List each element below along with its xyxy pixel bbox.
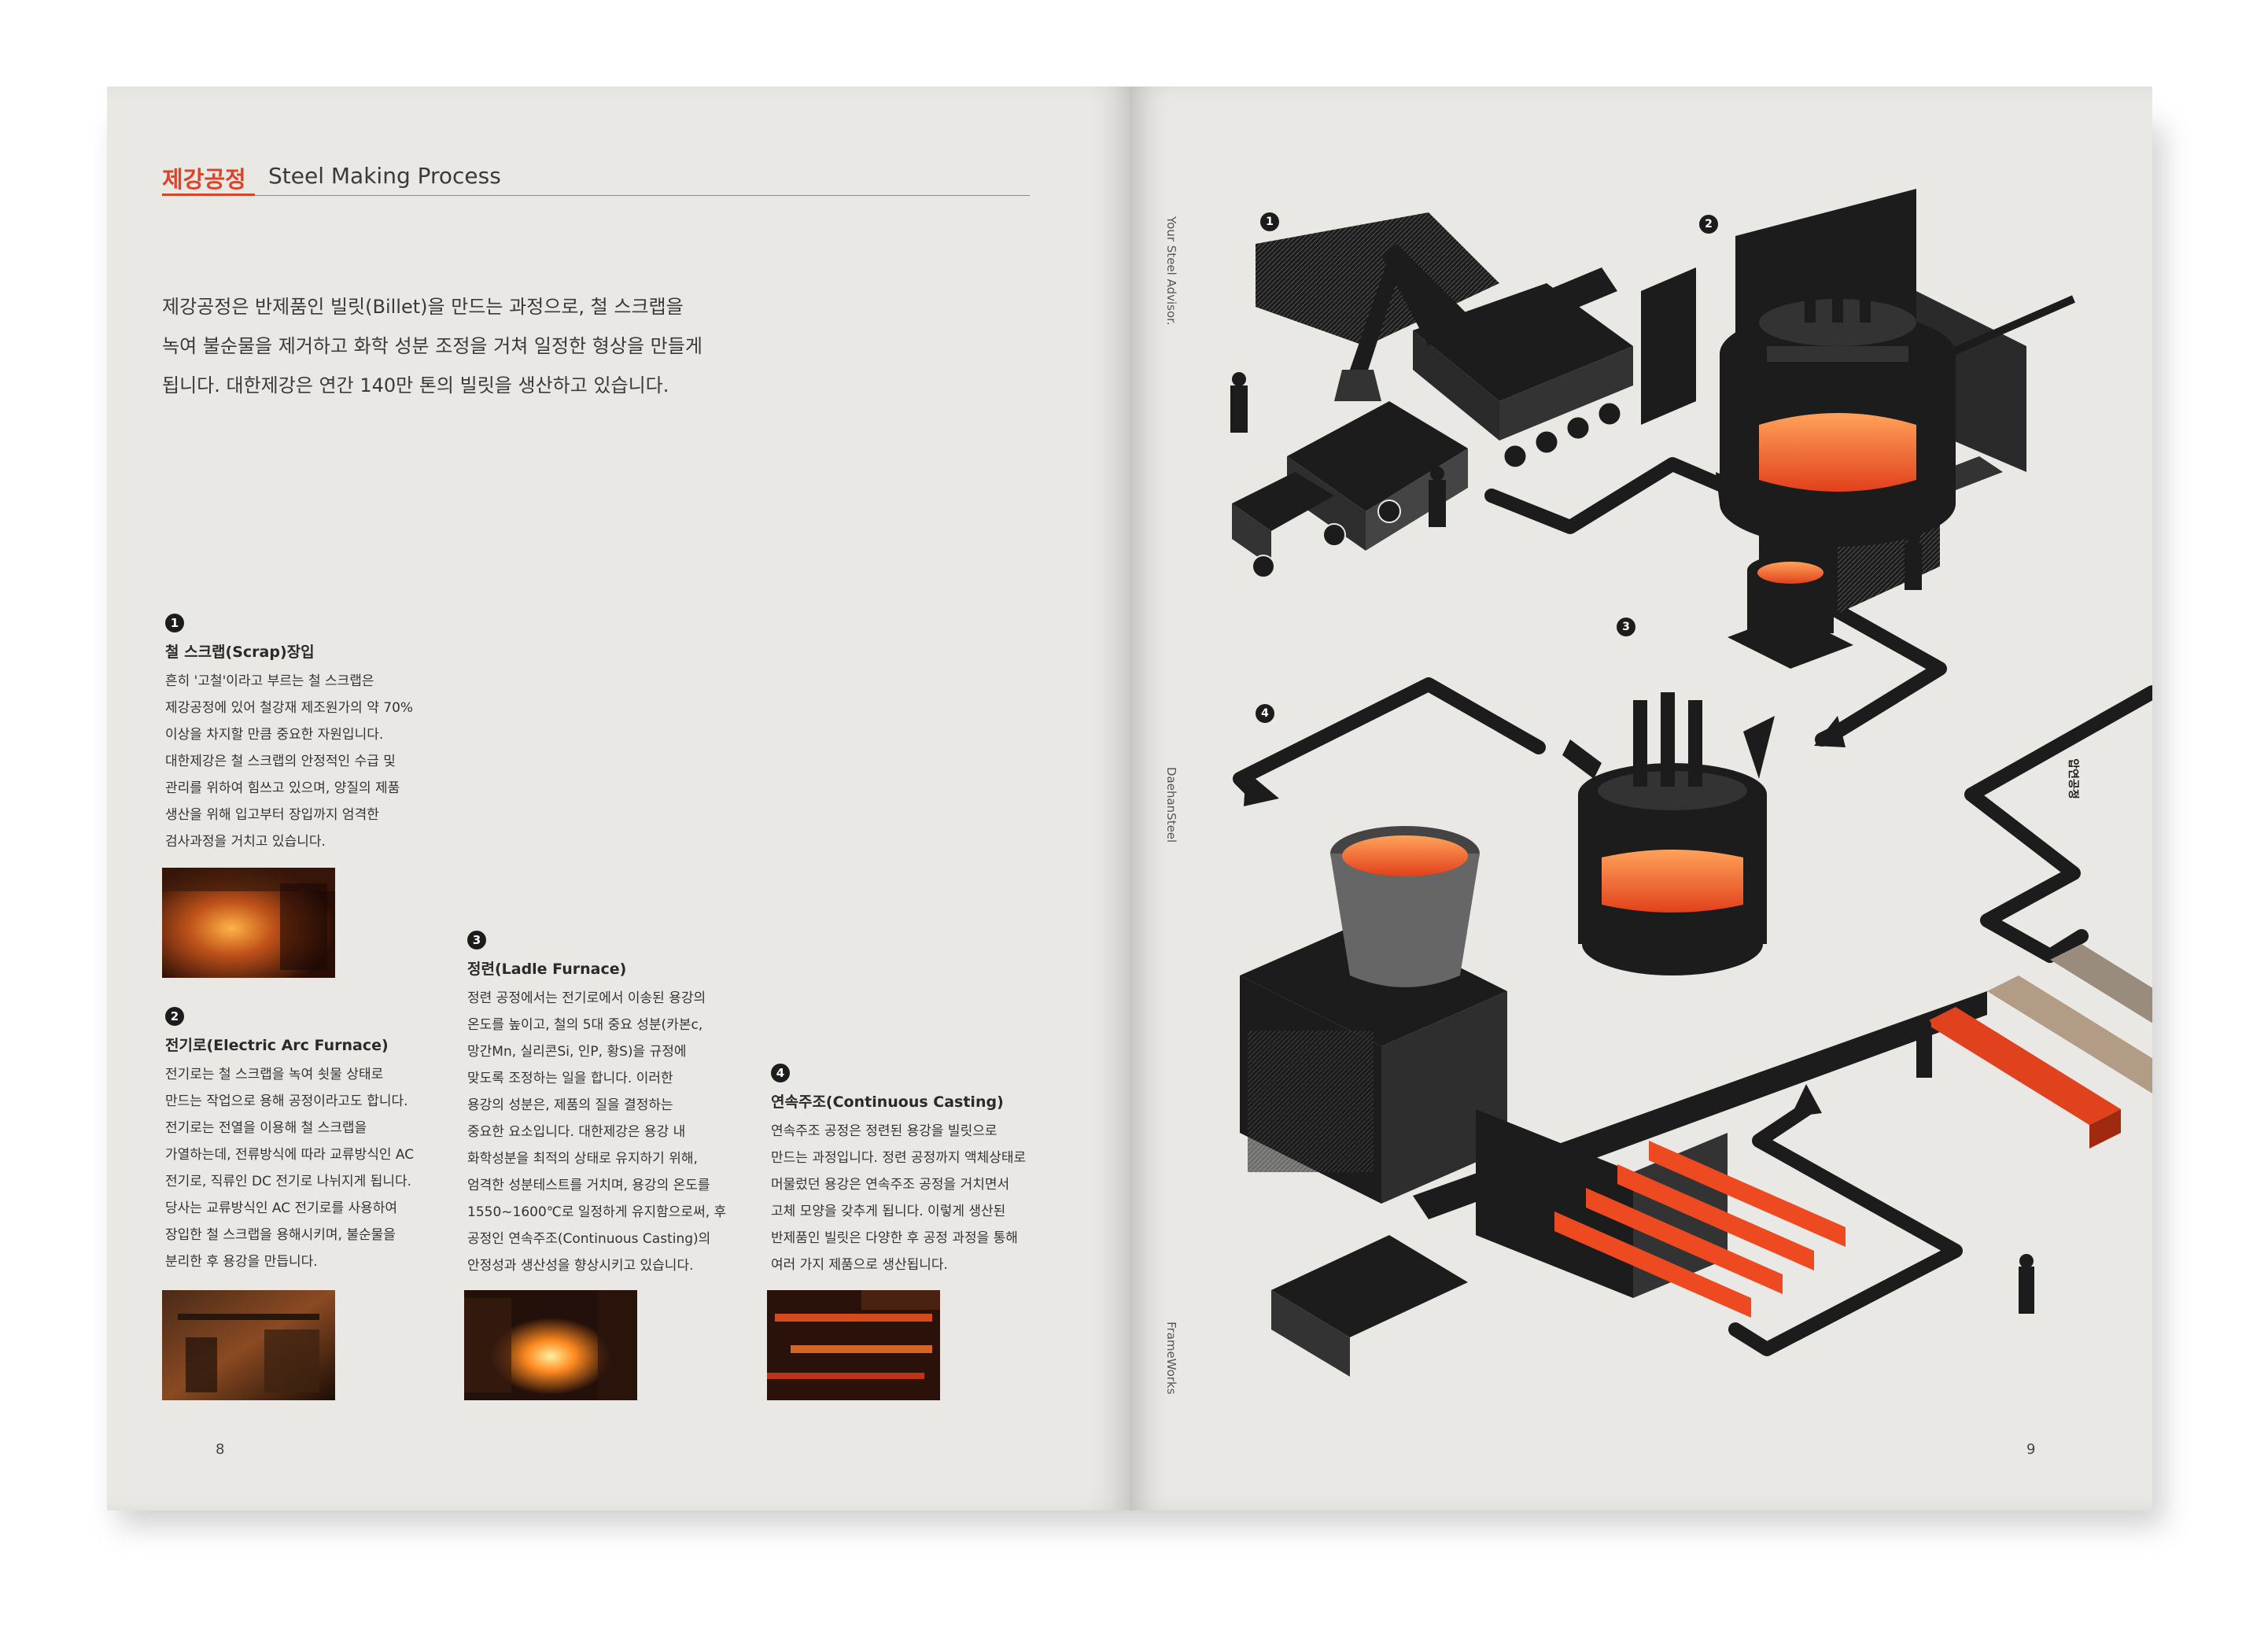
title-english: Steel Making Process [268,163,501,189]
continuous-caster [1240,826,1987,1377]
illustration-marker-3: 3 [1617,618,1635,636]
side-label-frameworks: FrameWorks [1164,1322,1178,1395]
page-number-right: 9 [2026,1441,2036,1458]
illustration-marker-1: 1 [1260,212,1279,231]
process-illustration [1230,189,2152,1377]
page-number-left: 8 [216,1441,225,1458]
title-korean: 제강공정 [162,166,246,193]
intro-line: 녹여 불순물을 제거하고 화학 성분 조정을 거쳐 일정한 형상을 만들게 [162,335,702,357]
step-description: 흔히 '고철'이라고 부르는 철 스크랩은 제강공정에 있어 철강재 제조원가의… [165,673,414,850]
electric-arc-furnace [1641,189,2076,669]
intro-line: 제강공정은 반제품인 빌릿(Billet)을 만드는 과정으로, 철 스크랩을 [162,296,684,318]
ladle-photo [464,1290,637,1400]
intro-paragraph: 제강공정은 반제품인 빌릿(Billet)을 만드는 과정으로, 철 스크랩을 … [162,287,728,405]
step-title: 연속주조(Continuous Casting) [771,1093,1004,1111]
illustration-marker-4: 4 [1256,704,1274,723]
billets [1916,944,2152,1314]
step-3-ladle-furnace: 3 정련(Ladle Furnace) 정련 공정에서는 전기로에서 이송된 용… [467,931,726,1279]
intro-line: 됩니다. 대한제강은 연간 140만 톤의 빌릿을 생산하고 있습니다. [162,374,669,396]
flow-arrowheads [1244,472,1846,1117]
step-number-badge: 3 [467,931,486,950]
side-label-advisor: Your Steel Advisor. [1164,216,1178,326]
furnace-photo [162,1290,335,1400]
title-rule [255,195,1030,196]
scrap-photo [162,868,335,978]
step-title: 정련(Ladle Furnace) [467,961,627,978]
step-description: 연속주조 공정은 정련된 용강을 빌릿으로 만드는 과정입니다. 정련 공정까지… [771,1123,1027,1273]
ladle-furnace [1562,692,1775,975]
step-title: 철 스크랩(Scrap)장입 [165,643,315,661]
left-page [107,87,1130,1510]
step-number-badge: 1 [165,614,184,632]
step-title: 전기로(Electric Arc Furnace) [165,1037,389,1054]
casting-photo [767,1290,940,1400]
illustration-marker-2: 2 [1699,215,1718,234]
step-number-badge: 4 [771,1064,790,1082]
title-accent-rule [162,194,255,196]
side-label-brand: DaehanSteel [1164,767,1178,843]
step-4-continuous-casting: 4 연속주조(Continuous Casting) 연속주조 공정은 정련된 … [771,1064,1026,1278]
step-description: 정련 공정에서는 전기로에서 이송된 용강의 온도를 높이고, 철의 5대 중요… [467,990,727,1274]
rolling-process-label: 압연공정 [2067,758,2079,799]
step-description: 전기로는 철 스크랩을 녹여 쇳물 상태로 만드는 작업으로 용해 공정이라고도… [165,1067,415,1270]
step-number-badge: 2 [165,1007,184,1026]
step-1-scrap: 1 철 스크랩(Scrap)장입 흔히 '고철'이라고 부르는 철 스크랩은 제… [165,614,413,855]
step-2-electric-arc-furnace: 2 전기로(Electric Arc Furnace) 전기로는 철 스크랩을 … [165,1007,414,1275]
scrap-station [1230,212,1633,578]
